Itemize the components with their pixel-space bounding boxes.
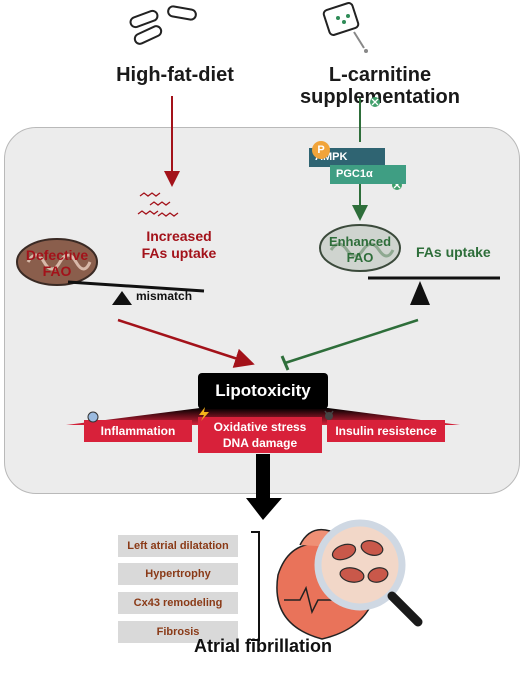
- mismatch-label: mismatch: [136, 289, 193, 303]
- increased-fas-uptake-label: Increased FAs uptake: [141, 228, 217, 261]
- pgc1a-box: PGC1α: [330, 165, 406, 184]
- l-carnitine-label: L-carnitine supplementation: [299, 64, 460, 108]
- atrial-fibrillation-label: Atrial fibrillation: [193, 636, 332, 656]
- magnifier-icon: [314, 519, 423, 627]
- outcome-fibrosis: Fibrosis: [118, 621, 238, 643]
- defective-fao-label: Defective FAO: [25, 247, 89, 279]
- oxidative-stress-box: Oxidative stress DNA damage: [198, 417, 322, 453]
- phosphate-badge: P: [312, 141, 330, 159]
- high-fat-diet-label: High-fat-diet: [116, 64, 234, 86]
- receptor-icon: [324, 410, 334, 420]
- defective-mitochondrion-icon: [16, 238, 98, 286]
- insulin-resistence-box: Insulin resistence: [327, 420, 445, 442]
- iv-bag-icon: [322, 2, 368, 53]
- lipotoxicity-box: Lipotoxicity: [198, 373, 328, 409]
- outcome-hypertrophy: Hypertrophy: [118, 563, 238, 585]
- fas-uptake-label: FAs uptake: [416, 244, 491, 260]
- enhanced-mitochondrion-icon: [319, 224, 401, 272]
- outcome-cx43-remodeling: Cx43 remodeling: [118, 592, 238, 614]
- capsules-icon: [129, 5, 197, 45]
- outcome-left-atrial-dilatation: Left atrial dilatation: [118, 535, 238, 557]
- outcomes-bracket: [251, 531, 260, 641]
- inflammation-box: Inflammation: [84, 420, 192, 442]
- down-arrow: [246, 454, 282, 520]
- right-balance-scale: [368, 276, 500, 305]
- fatty-acids-icon: [137, 192, 179, 217]
- right-inhibits-lipotoxicity: [284, 318, 419, 365]
- lightning-icon: [199, 407, 209, 421]
- left-to-lipotoxicity-arrow: [117, 318, 255, 368]
- left-balance-scale: [67, 280, 205, 305]
- cell-icon: [87, 411, 99, 423]
- enhanced-fao-label: Enhanced FAO: [328, 234, 392, 265]
